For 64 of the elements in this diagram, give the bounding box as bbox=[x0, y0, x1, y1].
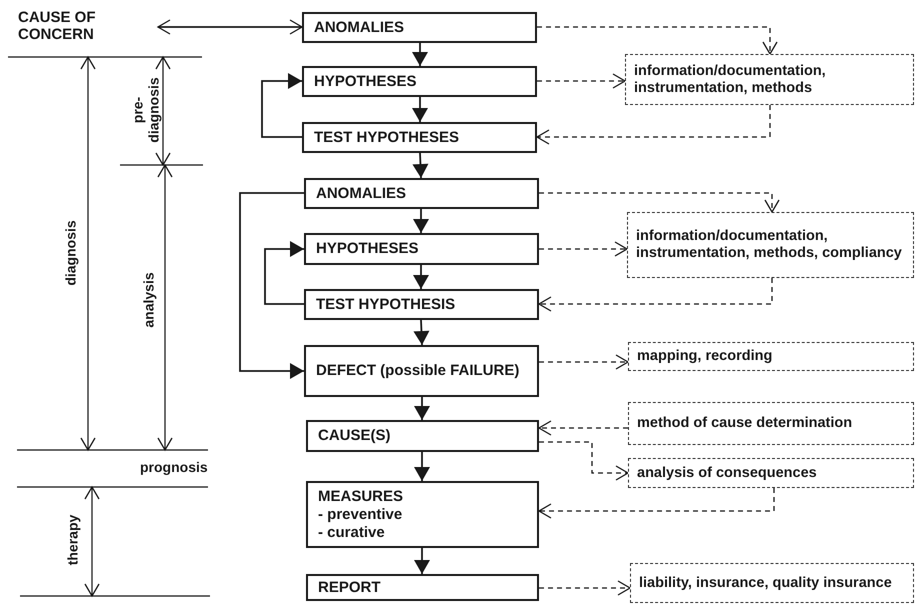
note-box bbox=[627, 212, 914, 278]
arrow bbox=[538, 278, 773, 312]
phase-label: analysis bbox=[140, 272, 156, 328]
box-label: DEFECT (possible FAILURE) bbox=[316, 362, 520, 380]
process-box bbox=[302, 12, 537, 43]
box-label: REPORT bbox=[318, 578, 382, 596]
box-label: liability, insurance, quality insurance bbox=[639, 574, 893, 592]
arrow bbox=[239, 192, 304, 379]
phase-label: prognosis bbox=[140, 459, 208, 475]
box-label: TEST HYPOTHESIS bbox=[316, 296, 456, 314]
arrow bbox=[412, 43, 428, 66]
note-box bbox=[630, 563, 914, 603]
process-box bbox=[304, 178, 539, 209]
arrow bbox=[537, 73, 626, 89]
note-box bbox=[625, 54, 914, 105]
note-box bbox=[628, 458, 914, 488]
arrow bbox=[539, 241, 628, 257]
arrow bbox=[536, 105, 771, 145]
arrow bbox=[264, 241, 304, 305]
arrow bbox=[538, 420, 628, 436]
box-label: HYPOTHESES bbox=[316, 240, 420, 258]
list-item: - preventive bbox=[318, 506, 404, 524]
box-label: ANOMALIES bbox=[314, 18, 405, 36]
process-box bbox=[306, 481, 539, 548]
phase-label: diagnosis bbox=[62, 220, 78, 286]
process-box bbox=[302, 122, 537, 153]
box-label: MEASURES bbox=[318, 488, 404, 506]
arrow bbox=[413, 209, 429, 233]
arrow bbox=[538, 488, 775, 519]
arrow bbox=[414, 452, 430, 481]
process-box bbox=[304, 345, 539, 397]
process-box bbox=[304, 233, 539, 265]
arrow bbox=[261, 73, 302, 138]
process-box bbox=[306, 574, 539, 601]
box-label: mapping, recording bbox=[637, 348, 774, 365]
process-box bbox=[306, 420, 539, 452]
phase-label: pre- diagnosis bbox=[129, 76, 161, 145]
box-label: analysis of consequences bbox=[637, 464, 818, 482]
process-box bbox=[302, 66, 537, 97]
box-label: information/documentation, instrumentation, methods bbox=[634, 62, 827, 96]
arrow bbox=[539, 580, 631, 596]
box-label: ANOMALIES bbox=[316, 184, 407, 202]
arrow bbox=[537, 26, 778, 55]
arrow bbox=[539, 441, 629, 481]
arrow bbox=[414, 397, 430, 420]
arrow bbox=[539, 354, 629, 370]
arrow bbox=[157, 19, 303, 35]
phase-label: therapy bbox=[64, 514, 80, 566]
arrow bbox=[412, 152, 428, 178]
arrow bbox=[539, 192, 780, 213]
arrow bbox=[412, 97, 428, 122]
note-box bbox=[628, 342, 914, 371]
note-box bbox=[628, 402, 914, 445]
box-label: HYPOTHESES bbox=[314, 72, 418, 90]
box-label: method of cause determination bbox=[637, 415, 854, 432]
list-item: - curative bbox=[318, 524, 386, 542]
box-label: information/documentation, instrumentation, methods, compliancy bbox=[636, 228, 903, 262]
arrow bbox=[413, 320, 430, 346]
box-label: CAUSE(S) bbox=[318, 427, 392, 445]
arrow bbox=[414, 548, 430, 574]
cause-label: CAUSE OF CONCERN bbox=[18, 9, 158, 47]
box-label: TEST HYPOTHESES bbox=[314, 128, 460, 146]
process-box bbox=[304, 289, 539, 320]
arrow bbox=[413, 265, 429, 289]
